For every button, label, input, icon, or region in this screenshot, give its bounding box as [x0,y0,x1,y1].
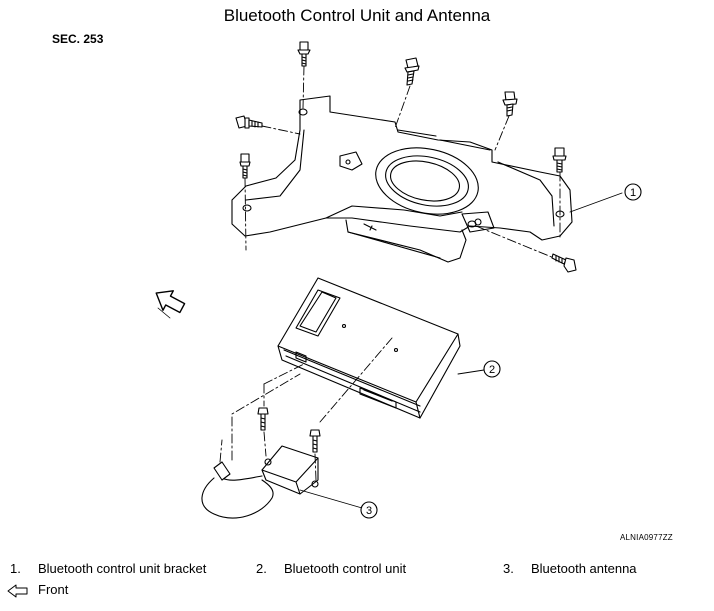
legend-text: Bluetooth control unit [284,561,407,576]
legend-item: 1. Bluetooth control unit bracket 2. Blu… [0,561,714,579]
legend-text: Bluetooth antenna [531,561,637,576]
bluetooth-control-unit [277,277,461,419]
section-code: SEC. 253 [52,32,104,46]
legend-number: 1. [10,561,21,576]
bluetooth-antenna [201,445,319,519]
antenna-screw-left [257,407,269,431]
bracket-center-lines [244,65,561,259]
antenna-center-lines [219,337,393,481]
legend-text: Bluetooth control unit bracket [38,561,207,576]
antenna-screw-right [309,429,321,453]
legend-front: Front [0,582,714,600]
callout-2: 2 [483,360,501,378]
legend-number: 3. [503,561,514,576]
front-label: Front [38,582,69,597]
callout-leaders [299,192,623,509]
callout-3: 3 [360,501,378,519]
figure-code: ALNIA0977ZZ [620,533,673,542]
legend-number: 2. [256,561,267,576]
bracket-screw-top-left [297,41,311,67]
callout-1-label: 1 [630,187,636,199]
diagram-title: Bluetooth Control Unit and Antenna [223,6,491,25]
callout-3-label: 3 [366,505,372,517]
bracket-screw-lower-left [239,153,251,179]
callout-1: 1 [624,183,642,201]
bracket-screw-right [552,147,567,173]
bracket-screw-top-middle [404,57,420,86]
bluetooth-control-unit-bracket [231,95,573,263]
front-arrow-icon [155,290,186,319]
front-arrow-legend-icon [7,584,28,598]
callout-2-label: 2 [489,364,495,376]
bracket-screw-top-right [502,91,518,117]
bracket-screw-left [235,115,263,129]
bracket-screw-bottom-right [551,253,577,273]
